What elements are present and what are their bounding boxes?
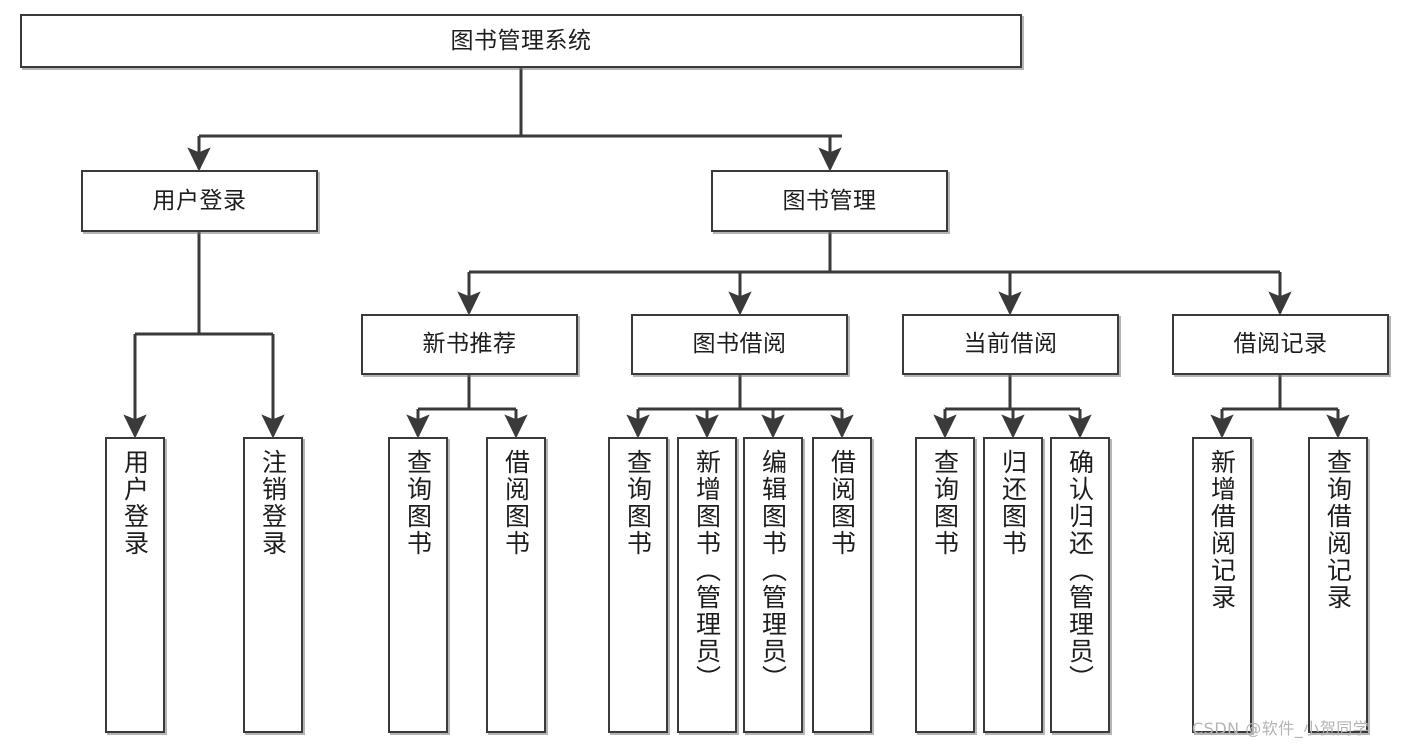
node-current-borrow[interactable]: 当前借阅 [902,314,1119,375]
leaf-add-borrow-record[interactable]: 新增借阅记录 [1192,437,1252,733]
leaf-query-book-current[interactable]: 查询图书 [915,437,975,733]
node-label: 查询图书 [403,449,433,557]
leaf-add-book-admin[interactable]: 新增图书（管理员） [677,437,737,733]
node-label: 查询借阅记录 [1323,449,1353,611]
leaf-query-book-new[interactable]: 查询图书 [388,437,448,733]
leaf-user-login[interactable]: 用户登录 [105,437,165,733]
leaf-borrow-book-new[interactable]: 借阅图书 [486,437,546,733]
node-label: 新书推荐 [422,331,517,358]
node-label: 图书借阅 [692,331,787,358]
node-book-borrow[interactable]: 图书借阅 [631,314,848,375]
node-label: 借阅图书 [827,449,857,557]
leaf-query-borrow-record[interactable]: 查询借阅记录 [1308,437,1368,733]
csdn-watermark: CSDN @软件_小贺同学 [1192,719,1370,738]
node-label: 当前借阅 [963,331,1058,358]
node-label: 借阅图书 [501,449,531,557]
node-new-book-recommend[interactable]: 新书推荐 [361,314,578,375]
node-label: 查询图书 [930,449,960,557]
node-label: 用户登录 [152,187,247,214]
node-label: 查询图书 [623,449,653,557]
node-root-system[interactable]: 图书管理系统 [20,14,1022,68]
leaf-borrow-book[interactable]: 借阅图书 [812,437,872,733]
node-label: 新增借阅记录 [1207,449,1237,611]
node-label: 图书管理 [782,187,877,214]
node-user-login[interactable]: 用户登录 [81,170,318,232]
node-label: 归还图书 [998,449,1028,557]
node-label: 图书管理系统 [450,27,592,54]
node-label: 编辑图书（管理员） [758,449,788,692]
leaf-query-book[interactable]: 查询图书 [608,437,668,733]
leaf-return-book[interactable]: 归还图书 [983,437,1043,733]
node-book-management[interactable]: 图书管理 [711,170,948,232]
node-borrow-record[interactable]: 借阅记录 [1172,314,1389,375]
node-label: 用户登录 [120,449,150,557]
node-label: 借阅记录 [1233,331,1328,358]
node-label: 注销登录 [258,449,288,557]
node-label: 新增图书（管理员） [692,449,722,692]
leaf-confirm-return-admin[interactable]: 确认归还（管理员） [1050,437,1110,733]
leaf-logout[interactable]: 注销登录 [243,437,303,733]
node-label: 确认归还（管理员） [1065,449,1095,692]
leaf-edit-book-admin[interactable]: 编辑图书（管理员） [743,437,803,733]
